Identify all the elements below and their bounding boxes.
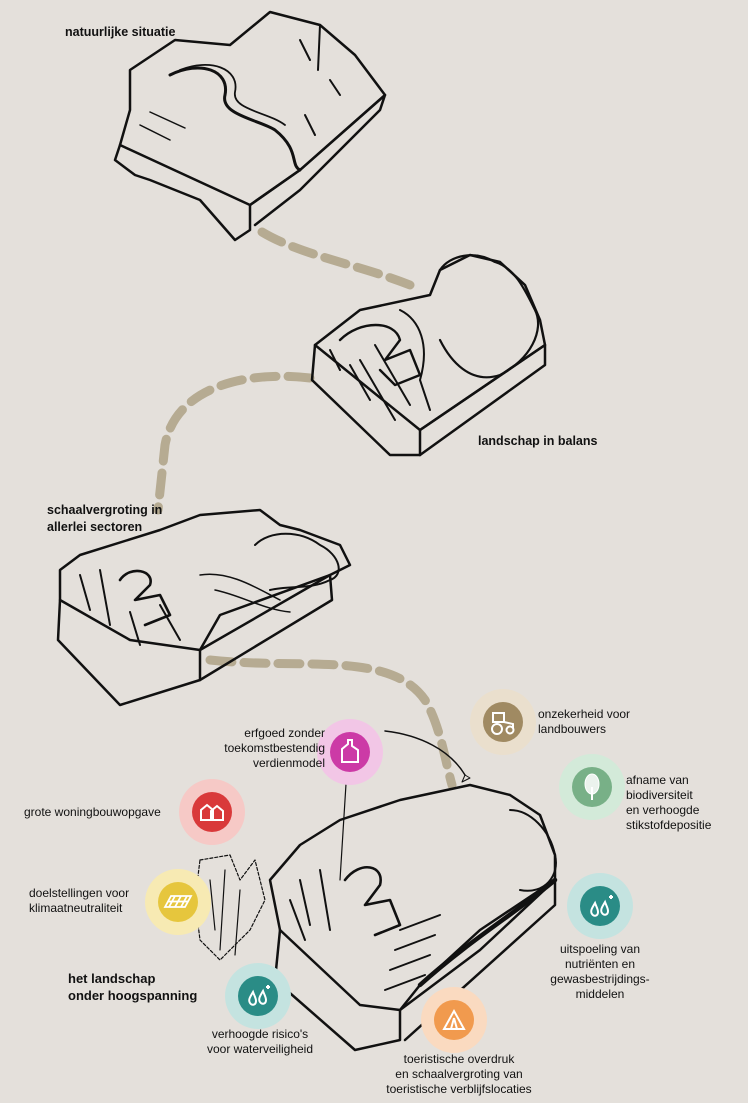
solar-panel-icon xyxy=(145,869,211,935)
label-climate-line-2: klimaatneutraliteit xyxy=(29,901,129,916)
label-housing-line-1: grote woningbouwopgave xyxy=(24,805,161,820)
label-tension-line-1: het landschap xyxy=(68,970,197,987)
label-biodiversity-line-2: biodiversiteit xyxy=(626,788,711,803)
label-tension-line-2: onder hoogspanning xyxy=(68,987,197,1004)
label-landscape-under-tension: het landschap onder hoogspanning xyxy=(68,970,197,1004)
label-biodiversity-line-1: afname van xyxy=(626,773,711,788)
label-leaching: uitspoeling van nutriënten en gewasbestr… xyxy=(540,942,660,1002)
block-scale-enlargement xyxy=(58,510,350,705)
label-heritage: erfgoed zonder toekomstbestendig verdien… xyxy=(200,726,325,771)
droplets-icon xyxy=(567,873,633,939)
label-leaching-line-4: middelen xyxy=(540,987,660,1002)
label-tourism-line-3: toeristische verblijfslocaties xyxy=(374,1082,544,1097)
label-biodiversity-line-4: stikstofdepositie xyxy=(626,818,711,833)
block-landscape-in-balance xyxy=(312,255,545,455)
label-housing: grote woningbouwopgave xyxy=(24,805,161,820)
water-drops-icon xyxy=(225,963,291,1029)
label-natural-situation: natuurlijke situatie xyxy=(65,25,175,40)
tent-icon xyxy=(421,987,487,1053)
label-scale-enlargement: schaalvergroting in allerlei sectoren xyxy=(47,502,162,536)
label-climate: doelstellingen voor klimaatneutraliteit xyxy=(29,886,129,916)
label-biodiversity: afname van biodiversiteit en verhoogde s… xyxy=(626,773,711,833)
label-water: verhoogde risico's voor waterveiligheid xyxy=(190,1027,330,1057)
label-leaching-line-2: nutriënten en xyxy=(540,957,660,972)
label-farmers-line-2: landbouwers xyxy=(538,722,630,737)
label-landscape-in-balance: landschap in balans xyxy=(478,434,597,449)
houses-icon xyxy=(179,779,245,845)
tree-icon xyxy=(559,754,625,820)
heritage-building-icon xyxy=(317,719,383,785)
label-leaching-line-3: gewasbestrijdings- xyxy=(540,972,660,987)
label-scale-line-2: allerlei sectoren xyxy=(47,519,162,536)
label-biodiversity-line-3: en verhoogde xyxy=(626,803,711,818)
block-natural-situation xyxy=(115,12,385,240)
label-water-line-1: verhoogde risico's xyxy=(190,1027,330,1042)
label-leaching-line-1: uitspoeling van xyxy=(540,942,660,957)
label-water-line-2: voor waterveiligheid xyxy=(190,1042,330,1057)
label-heritage-line-1: erfgoed zonder xyxy=(200,726,325,741)
label-tourism: toeristische overdruk en schaalvergrotin… xyxy=(374,1052,544,1097)
label-heritage-line-3: verdienmodel xyxy=(200,756,325,771)
label-scale-line-1: schaalvergroting in xyxy=(47,502,162,519)
label-farmers-line-1: onzekerheid voor xyxy=(538,707,630,722)
label-tourism-line-2: en schaalvergroting van xyxy=(374,1067,544,1082)
label-tourism-line-1: toeristische overdruk xyxy=(374,1052,544,1067)
label-heritage-line-2: toekomstbestendig xyxy=(200,741,325,756)
label-farmers: onzekerheid voor landbouwers xyxy=(538,707,630,737)
label-climate-line-1: doelstellingen voor xyxy=(29,886,129,901)
tractor-icon xyxy=(470,689,536,755)
